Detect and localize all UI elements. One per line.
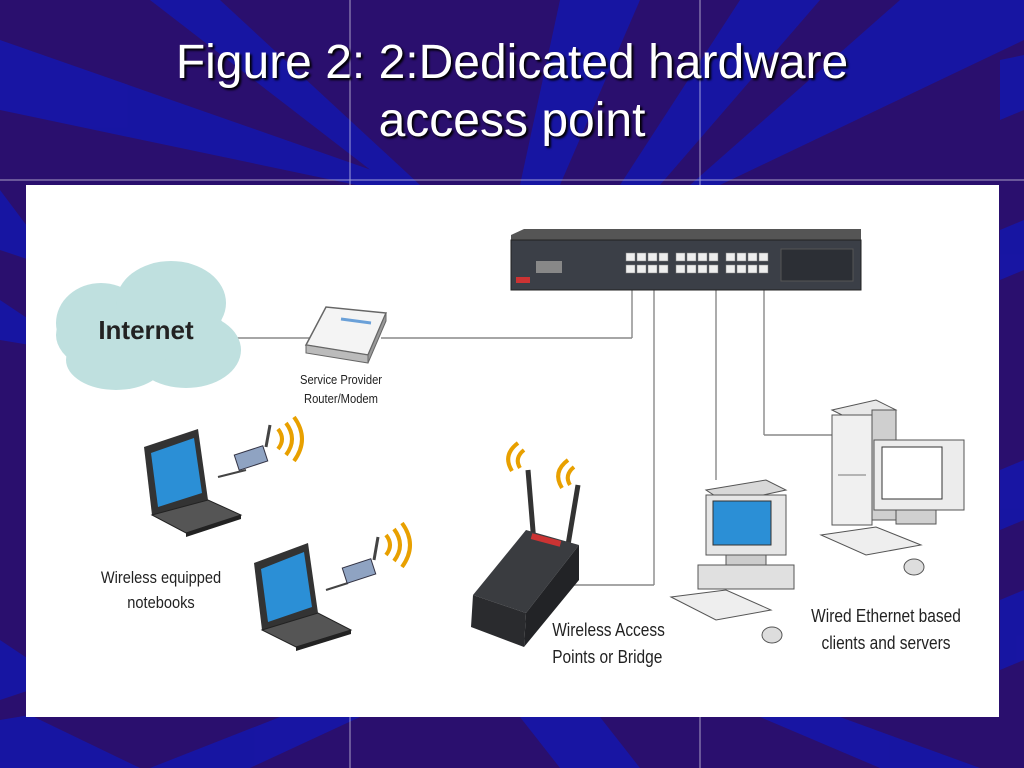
wired-clients-label: Wired Ethernet based clients and servers <box>811 606 961 653</box>
slide-title: Figure 2: 2:Dedicated hardware access po… <box>0 34 1024 150</box>
router-icon <box>304 306 388 364</box>
notebooks-label: Wireless equipped notebooks <box>100 568 222 612</box>
title-line-1: Figure 2: 2:Dedicated hardware <box>175 36 849 89</box>
keyboard-icon <box>819 526 923 556</box>
keyboard-icon <box>669 589 773 621</box>
mouse-icon <box>903 558 925 576</box>
wireless-signal-icon <box>276 415 304 463</box>
router-label: Service Provider Router/Modem <box>299 372 383 406</box>
wireless-signal-icon <box>506 441 576 490</box>
laptop-icon <box>254 543 353 651</box>
wireless-card-icon <box>325 536 380 591</box>
wireless-signal-icon <box>384 521 412 569</box>
access-point-icon <box>471 469 581 647</box>
cloud-icon <box>56 261 241 390</box>
network-cables <box>236 285 834 586</box>
access-point-label: Wireless Access Points or Bridge <box>552 620 665 667</box>
wireless-card-icon <box>217 424 272 478</box>
network-diagram: Internet Service Provider Router/Modem W… <box>26 185 999 717</box>
desktop-computer-icon <box>873 439 965 525</box>
desktop-computer-icon <box>697 479 795 590</box>
internet-label: Internet <box>98 315 194 345</box>
switch-icon <box>510 229 862 291</box>
laptop-icon <box>144 429 243 537</box>
title-line-2: access point <box>378 94 646 147</box>
mouse-icon <box>761 626 783 644</box>
